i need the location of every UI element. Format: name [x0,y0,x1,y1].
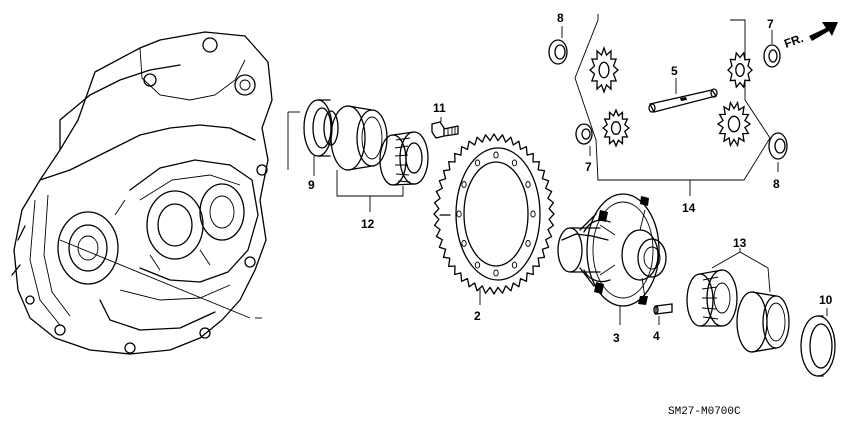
callout-8-bottom: 8 [773,177,780,191]
gear-bolt-hole [511,261,518,269]
gear-teeth [716,100,752,148]
arrow-icon [809,22,838,41]
gear-bolt-hole [461,240,467,247]
gear-bolt-hole [461,181,467,188]
callout-7-top: 7 [767,17,774,31]
callout-9: 9 [308,178,315,192]
callout-4: 4 [653,329,660,343]
gear-bolt-hole [511,159,518,167]
front-direction-arrow: FR. [782,22,838,51]
callout-11: 11 [433,101,446,115]
front-direction-label: FR. [782,31,805,51]
tapered-roller-bearing-13 [686,269,738,327]
transmission-housing [11,31,273,355]
pinion-shaft-5 [648,88,718,113]
shim-10 [800,315,836,377]
gear-bolt-hole [474,159,481,167]
gear-bolt-hole [493,269,499,277]
callout-3: 3 [613,331,620,345]
tapered-roller-bearing-12 [379,131,429,186]
gear-bore [610,121,622,135]
dowel-pin-4 [653,303,673,315]
gear-bore [727,115,741,133]
thrust-washer-7-top [763,44,781,68]
gear-teeth [589,46,619,94]
callout-14: 14 [682,201,696,215]
bolt-11 [431,121,459,139]
thrust-washer-8-top [548,39,568,65]
bearing-cup-12 [330,105,388,171]
thrust-washer-7-bottom [575,123,593,145]
diagram-code: SM27-M0700C [668,406,741,418]
bracket-13 [711,251,771,293]
callout-8-top: 8 [557,11,564,25]
gear-teeth [601,108,631,148]
pinion-gear-top-left [589,46,619,94]
gear-bolt-hole [525,181,531,188]
bracket-14 [574,14,771,181]
gear-bolt-hole [474,261,481,269]
differential-carrier-3 [557,193,667,307]
bearing-cup-13 [736,291,790,353]
oil-seal-9 [303,99,339,157]
side-gear-bottom-left [601,108,631,148]
bracket-12 [336,170,404,197]
callout-5: 5 [671,64,678,78]
side-gear-bottom-right [716,100,752,148]
thrust-washer-8-bottom [768,132,788,160]
callout-12: 12 [361,217,375,231]
gear-bore [735,63,745,77]
callout-10: 10 [819,293,833,307]
gear-bore [598,61,610,79]
gear-bolt-hole [530,210,536,218]
final-driven-gear-2 [433,133,555,295]
callout-2: 2 [474,309,481,323]
gear-bolt-hole [456,210,462,218]
gear-bolt-hole [493,151,499,159]
callout-13: 13 [733,236,747,250]
gear-teeth [727,51,753,89]
gear-bolt-hole [525,240,531,247]
callout-7-bottom: 7 [585,160,592,174]
pinion-gear-top-right [727,51,753,89]
